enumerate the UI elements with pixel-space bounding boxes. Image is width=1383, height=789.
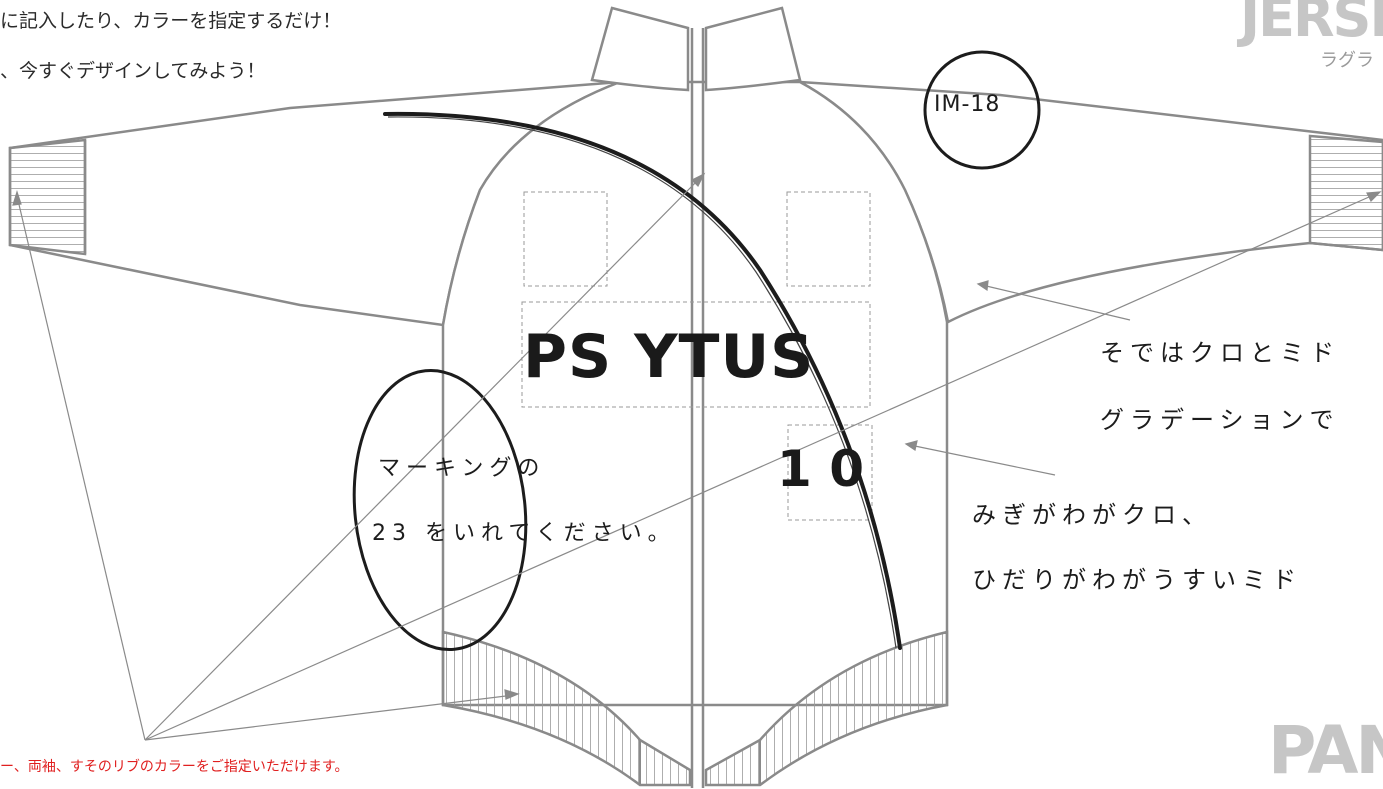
marking-zones [521, 191, 873, 521]
marking-note-line-2: 23 をいれてください。 [372, 521, 676, 546]
annotation-arrows [12, 172, 1382, 741]
intro-line-1: に記入したり、カラーを指定するだけ！ [0, 10, 342, 32]
jersey-subheading: ラグラ [1320, 50, 1374, 71]
left-cuff-rib [8, 138, 87, 256]
pants-heading: PANT [1268, 712, 1383, 789]
body-note-line-2: ひだりがわがうすいミド [972, 566, 1302, 594]
chest-text: PS YTUS [523, 322, 815, 392]
hem-rib-right [704, 630, 949, 787]
sleeve-note-line-2: グラデーションで [1100, 406, 1340, 434]
marking-note-circle [352, 368, 528, 652]
sleeve-mark-circle [923, 50, 1041, 170]
collar [590, 6, 802, 92]
hem-rib-left [441, 630, 692, 787]
chest-number: 1 0 [777, 440, 864, 498]
marking-note-line-1: マーキングの [378, 456, 546, 481]
jacket-body [441, 80, 949, 707]
intro-line-2: 、今すぐデザインしてみよう！ [0, 60, 266, 82]
sleeve-note-line-1: そではクロとミド [1100, 339, 1340, 367]
zipper [690, 28, 705, 788]
sleeve-mark-text: IM-18 [934, 92, 1001, 117]
gradation-line [383, 111, 902, 650]
rib-color-footnote: ー、両袖、すそのリブのカラーをご指定いただけます。 [0, 759, 349, 775]
body-note-line-1: みぎがわがクロ、 [972, 501, 1212, 529]
jersey-heading: JERSE [1240, 0, 1383, 49]
right-cuff-rib [1308, 134, 1383, 252]
